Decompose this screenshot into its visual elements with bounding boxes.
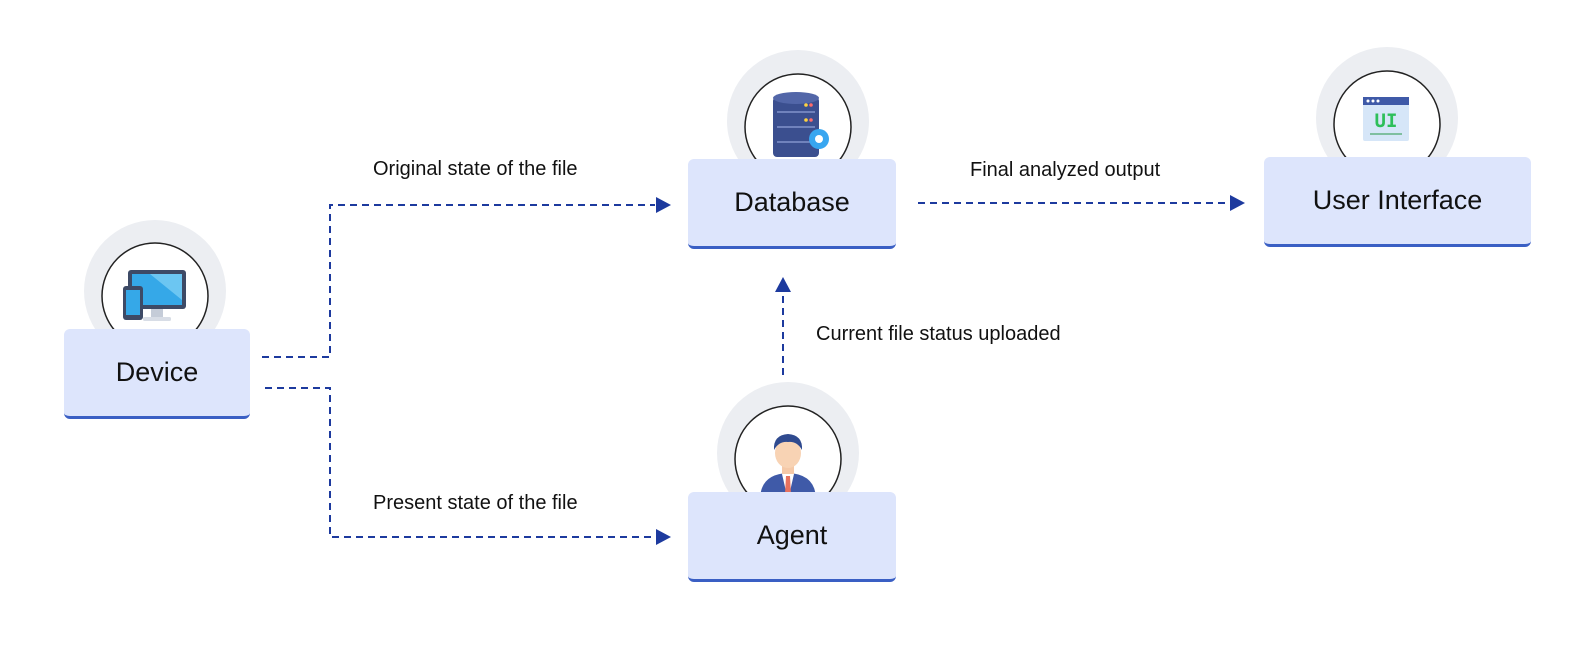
edge-label-final-output: Final analyzed output (970, 159, 1161, 181)
edge-label-present-state: Present state of the file (373, 492, 578, 514)
arrowhead-device-to-agent (656, 529, 671, 545)
ui-window-icon: UI (1363, 97, 1409, 141)
database-icon-group (727, 50, 869, 160)
arrowhead-device-to-database (656, 197, 671, 213)
connector-device-to-database (262, 204, 655, 358)
database-node: Database (688, 159, 896, 249)
ui-icon-text: UI (1375, 110, 1398, 132)
device-icon-group (84, 220, 226, 330)
arrowhead-database-to-ui (1230, 195, 1245, 211)
database-node-label: Database (734, 187, 850, 217)
edge-label-original-state: Original state of the file (373, 158, 578, 180)
user-interface-node-label: User Interface (1312, 185, 1483, 215)
devices-icon (123, 270, 186, 321)
agent-icon-group (717, 382, 859, 493)
user-interface-node: User Interface (1264, 157, 1531, 247)
device-node-label: Device (115, 357, 199, 387)
agent-person-icon (760, 434, 816, 493)
arrowhead-agent-to-database (775, 277, 791, 292)
device-node: Device (64, 329, 250, 419)
agent-node: Agent (688, 492, 896, 582)
edge-label-current-status: Current file status uploaded (816, 323, 1061, 345)
ui-icon-group: UI (1316, 47, 1458, 158)
database-server-icon (773, 92, 829, 157)
connector-device-to-agent (265, 387, 655, 538)
agent-node-label: Agent (756, 520, 828, 550)
